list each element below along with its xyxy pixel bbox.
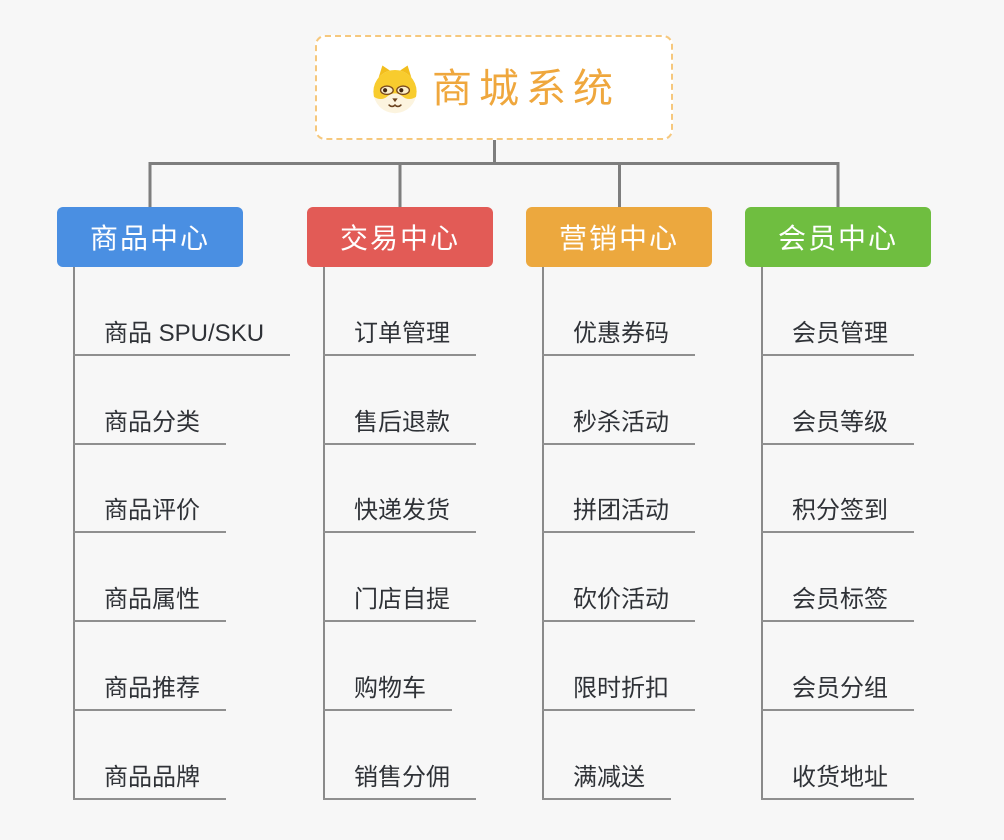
dog-face-icon [373, 65, 417, 113]
branch-vline [542, 267, 544, 800]
child-node[interactable]: 商品品牌 [73, 762, 226, 800]
child-node[interactable]: 商品属性 [73, 584, 226, 622]
child-node[interactable]: 会员等级 [761, 407, 914, 445]
branch-vline [323, 267, 325, 800]
child-node[interactable]: 订单管理 [323, 318, 476, 356]
branch-vline [73, 267, 75, 800]
child-node[interactable]: 会员分组 [761, 673, 914, 711]
child-node[interactable]: 门店自提 [323, 584, 476, 622]
root-label: 商城系统 [432, 66, 620, 111]
child-node[interactable]: 商品 SPU/SKU [73, 318, 291, 356]
branch-node-trade[interactable]: 交易中心 [307, 207, 493, 267]
child-node[interactable]: 快递发货 [323, 495, 476, 533]
child-node[interactable]: 满减送 [542, 762, 671, 800]
child-node[interactable]: 秒杀活动 [542, 407, 695, 445]
child-node[interactable]: 收货地址 [761, 762, 914, 800]
child-node[interactable]: 会员管理 [761, 318, 914, 356]
child-node[interactable]: 优惠券码 [542, 318, 695, 356]
branch-node-marketing[interactable]: 营销中心 [526, 207, 712, 267]
child-node[interactable]: 售后退款 [323, 407, 476, 445]
child-node[interactable]: 购物车 [323, 673, 452, 711]
root-node[interactable]: 商城系统 [315, 35, 673, 140]
child-node[interactable]: 会员标签 [761, 584, 914, 622]
child-node[interactable]: 商品评价 [73, 495, 226, 533]
child-node[interactable]: 商品推荐 [73, 673, 226, 711]
child-node[interactable]: 积分签到 [761, 495, 914, 533]
branch-node-product[interactable]: 商品中心 [57, 207, 243, 267]
child-node[interactable]: 销售分佣 [323, 762, 476, 800]
child-node[interactable]: 限时折扣 [542, 673, 695, 711]
child-node[interactable]: 砍价活动 [542, 584, 695, 622]
branch-vline [761, 267, 763, 800]
child-node[interactable]: 拼团活动 [542, 495, 695, 533]
branch-node-member[interactable]: 会员中心 [745, 207, 931, 267]
child-node[interactable]: 商品分类 [73, 407, 226, 445]
